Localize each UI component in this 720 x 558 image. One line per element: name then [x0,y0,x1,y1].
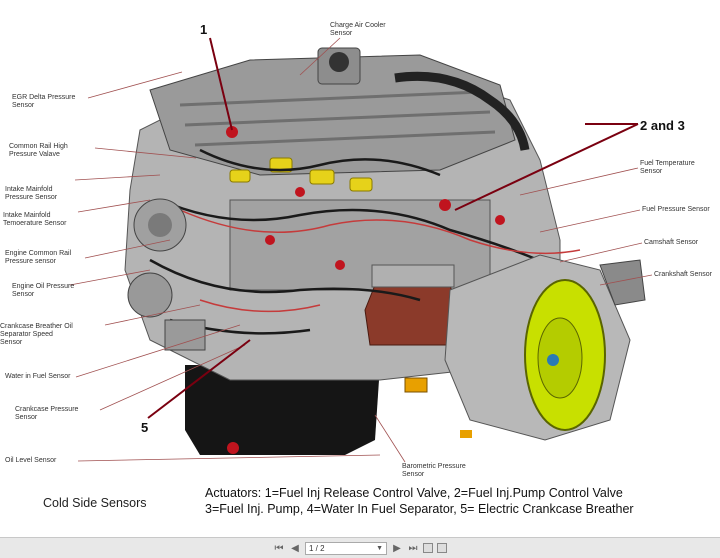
alternator-hub [148,213,172,237]
actuators-legend: Actuators: 1=Fuel Inj Release Control Va… [205,485,634,517]
intake-manifold [149,54,516,176]
engine-mount [599,259,646,306]
leader-lines [69,37,653,463]
prev-page-icon[interactable]: ◀ [291,542,299,554]
label-fuel-pressure-sensor: Fuel Pressure Sensor [642,206,710,213]
small-part [460,430,472,438]
caption-cold-side-sensors: Cold Side Sensors [43,496,147,510]
water-separator [404,377,428,393]
air-hose [394,71,530,151]
actuators-line-2: 3=Fuel Inj. Pump, 4=Water In Fuel Separa… [205,502,634,516]
copy-icon[interactable] [423,543,433,553]
viewer-toolbar: ⏮ ◀ 1 / 2 ▼ ▶ ⏭ [0,537,720,558]
label-camshaft-sensor: Camshaft Sensor [644,239,699,246]
throttle-opening [329,52,349,72]
oil-pan [185,365,380,455]
actuators-line-1: Actuators: 1=Fuel Inj Release Control Va… [205,486,623,500]
marker-5: 5 [141,420,149,435]
flywheel-hub [547,354,559,366]
page-selector[interactable]: 1 / 2 ▼ [305,541,387,555]
fuel-pump [364,284,461,346]
label-water-in-fuel-sensor: Water in Fuel Sensor [5,373,71,380]
pump-head [371,264,455,288]
flywheel-inner [537,317,583,399]
filter-housing [164,319,206,351]
actuator-pointers [147,37,639,419]
label-crankshaft-sensor: Crankshaft Sensor [654,271,712,278]
chevron-down-icon: ▼ [376,544,383,552]
manifold-ribs [179,90,496,147]
pulley [127,272,173,318]
wiring-harness [149,148,561,335]
label-oil-level-sensor: Oil Level Sensor [5,457,57,464]
injector-caps [229,157,373,192]
sensor-caps [226,126,505,454]
marker-1: 1 [200,22,208,37]
print-icon[interactable] [437,543,447,553]
last-page-icon[interactable]: ⏭ [408,542,418,554]
next-page-icon[interactable]: ▶ [393,542,401,554]
red-wiring [179,209,581,313]
engine-illustration [69,37,653,463]
first-page-icon[interactable]: ⏮ [274,542,284,554]
page-indicator: 1 / 2 [309,543,325,553]
marker-2-and-3: 2 and 3 [640,118,685,133]
